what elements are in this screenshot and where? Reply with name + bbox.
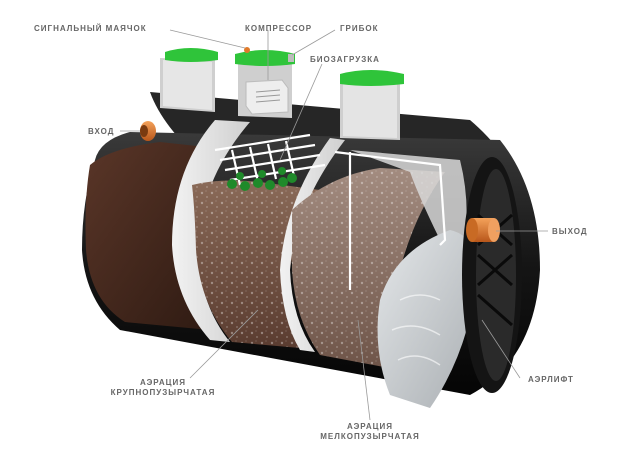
label-airlift: АЭРЛИФТ	[528, 375, 574, 384]
partition-wall-1	[172, 120, 250, 342]
lid-3	[340, 70, 404, 86]
label-signal-beacon: СИГНАЛЬНЫЙ МАЯЧОК	[34, 24, 147, 33]
label-compressor: КОМПРЕССОР	[245, 24, 313, 33]
aeration-pipes	[214, 133, 447, 290]
label-fine-aeration-line1: АЭРАЦИЯ	[346, 422, 394, 431]
partition-wall-3	[350, 150, 467, 250]
leader-lines	[120, 29, 548, 421]
label-outlet: ВЫХОД	[552, 227, 588, 236]
label-coarse-aeration: АЭРАЦИЯ КРУПНОПУЗЫРЧАТАЯ	[98, 378, 228, 398]
label-coarse-aeration-line2: КРУПНОПУЗЫРЧАТАЯ	[110, 388, 216, 397]
label-coarse-aeration-line1: АЭРАЦИЯ	[139, 378, 187, 387]
mushroom-vent	[288, 54, 294, 62]
outlet-pipe	[466, 218, 500, 242]
lid-2	[235, 50, 295, 66]
label-fine-aeration-line2: МЕЛКОПУЗЫРЧАТАЯ	[320, 432, 420, 441]
signal-beacon	[244, 47, 250, 53]
label-inlet: ВХОД	[88, 127, 115, 136]
compressor-unit	[245, 79, 289, 115]
lid-1	[165, 48, 218, 62]
bioload-media	[227, 167, 297, 191]
inlet-pipe	[140, 121, 156, 141]
label-fine-aeration: АЭРАЦИЯ МЕЛКОПУЗЫРЧАТАЯ	[305, 422, 435, 442]
clear-water-chamber	[377, 230, 478, 408]
label-bioload: БИОЗАГРУЗКА	[310, 55, 380, 64]
label-mushroom-vent: ГРИБОК	[340, 24, 379, 33]
